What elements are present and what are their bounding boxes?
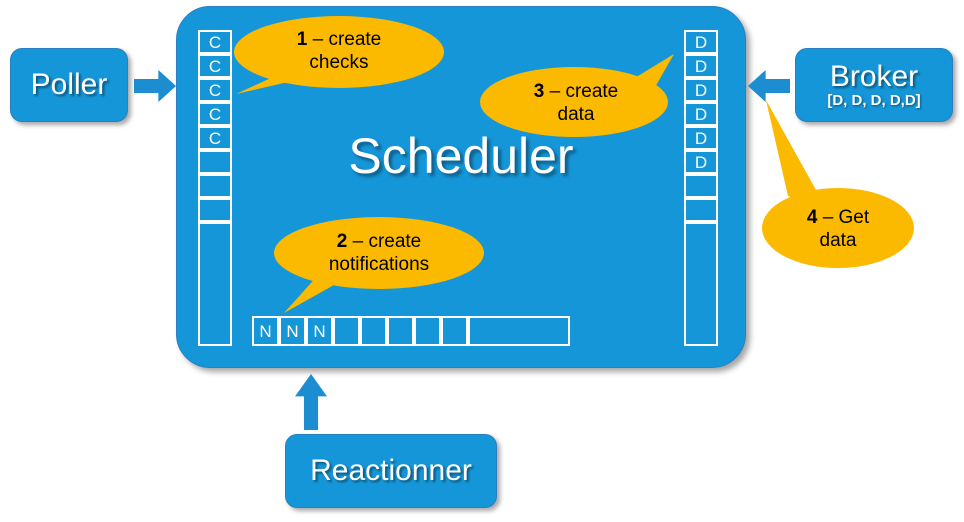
queue-cell-data: D xyxy=(684,78,718,102)
broker-data-list: [D, D, D, D,D] xyxy=(827,92,921,110)
callout-4-get-data: 4 – Get data xyxy=(760,100,916,270)
queue-cell-check: C xyxy=(198,126,232,150)
queue-cell-data: D xyxy=(684,54,718,78)
queue-cell-empty xyxy=(360,316,387,346)
queue-cell-notification: N xyxy=(306,316,333,346)
queue-cell-empty xyxy=(414,316,441,346)
callout-4-line2: data xyxy=(819,230,857,251)
queue-cell-data: D xyxy=(684,150,718,174)
poller-to-scheduler-arrow-icon xyxy=(134,70,176,102)
broker-node[interactable]: Broker [D, D, D, D,D] xyxy=(795,48,953,122)
queue-cell-empty xyxy=(441,316,468,346)
queue-cell-empty xyxy=(198,150,232,174)
queue-cell-check: C xyxy=(198,30,232,54)
queue-cell-notification: N xyxy=(252,316,279,346)
queue-cell-empty xyxy=(387,316,414,346)
poller-node[interactable]: Poller xyxy=(10,48,128,122)
reactionner-to-scheduler-arrow-icon xyxy=(295,374,327,430)
callout-4-text1: – Get xyxy=(822,206,870,228)
queue-cell-check: C xyxy=(198,102,232,126)
queue-cell-data: D xyxy=(684,126,718,150)
queue-cell-filler xyxy=(684,222,718,346)
queue-cell-data: D xyxy=(684,102,718,126)
data-queue: D D D D D D xyxy=(684,30,718,346)
queue-cell-empty xyxy=(684,198,718,222)
checks-queue: C C C C C xyxy=(198,30,232,346)
reactionner-node[interactable]: Reactionner xyxy=(285,434,497,508)
callout-4-text: 4 – Get data xyxy=(760,192,916,266)
scheduler-title: Scheduler xyxy=(348,128,574,184)
callout-bubble-shape xyxy=(762,100,914,268)
notifications-queue: N N N xyxy=(252,316,570,346)
scheduler-panel: Scheduler xyxy=(176,6,746,368)
callout-4-line1: 4 – Get xyxy=(807,206,869,229)
poller-label: Poller xyxy=(30,68,108,102)
queue-cell-empty xyxy=(333,316,360,346)
broker-to-scheduler-arrow-icon xyxy=(748,70,790,102)
queue-cell-check: C xyxy=(198,78,232,102)
callout-4-number: 4 xyxy=(806,206,818,228)
queue-cell-empty xyxy=(198,198,232,222)
broker-label: Broker xyxy=(829,59,919,93)
queue-cell-filler xyxy=(468,316,570,346)
queue-cell-empty xyxy=(198,174,232,198)
queue-cell-data: D xyxy=(684,30,718,54)
queue-cell-filler xyxy=(198,222,232,346)
queue-cell-check: C xyxy=(198,54,232,78)
queue-cell-notification: N xyxy=(279,316,306,346)
queue-cell-empty xyxy=(684,174,718,198)
reactionner-label: Reactionner xyxy=(310,454,472,488)
